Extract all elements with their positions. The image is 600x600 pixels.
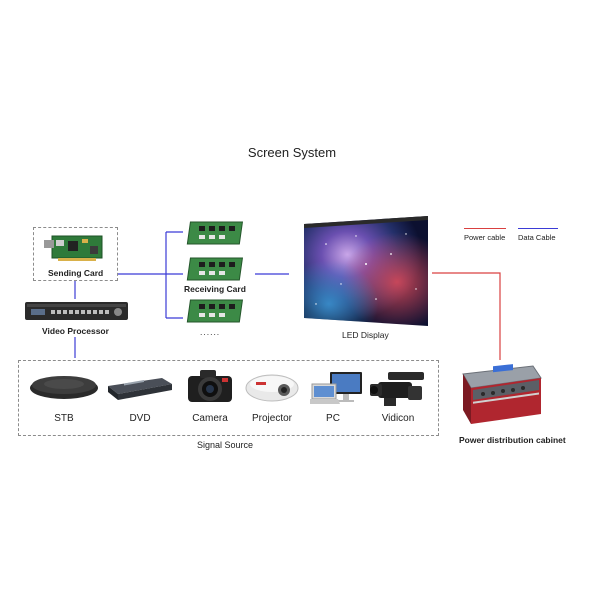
video-processor-icon [25, 300, 128, 322]
power-cabinet-label: Power distribution cabinet [459, 435, 566, 445]
source-label-pc: PC [303, 413, 363, 424]
sending-card-label: Sending Card [48, 268, 103, 278]
pc-icon [310, 370, 366, 408]
stb-icon [28, 372, 100, 402]
receiving-card-ellipsis: ...... [200, 327, 220, 337]
data-cable-legend-label: Data Cable [518, 233, 556, 242]
data-cable-legend-line [518, 228, 558, 229]
camera-icon [184, 366, 236, 406]
receiving-card-icon-2 [185, 254, 255, 284]
signal-source-label: Signal Source [180, 440, 270, 450]
source-label-vidicon: Vidicon [368, 413, 428, 424]
dvd-icon [104, 374, 174, 400]
source-label-stb: STB [34, 413, 94, 424]
vidicon-icon [368, 368, 430, 408]
projector-icon [244, 368, 300, 404]
power-cable-led-to-cabinet [432, 273, 500, 360]
power-cable-legend-label: Power cable [464, 233, 505, 242]
receiving-card-icon-3 [185, 296, 255, 326]
power-cable-legend-line [464, 228, 506, 229]
source-label-camera: Camera [180, 413, 240, 424]
receiving-card-icon-1 [185, 218, 255, 248]
led-display-label: LED Display [342, 330, 389, 340]
source-label-dvd: DVD [110, 413, 170, 424]
power-cabinet-icon [457, 360, 547, 430]
led-display-icon [296, 214, 432, 326]
receiving-card-label: Receiving Card [184, 284, 246, 294]
video-processor-label: Video Processor [42, 326, 109, 336]
source-label-projector: Projector [242, 413, 302, 424]
